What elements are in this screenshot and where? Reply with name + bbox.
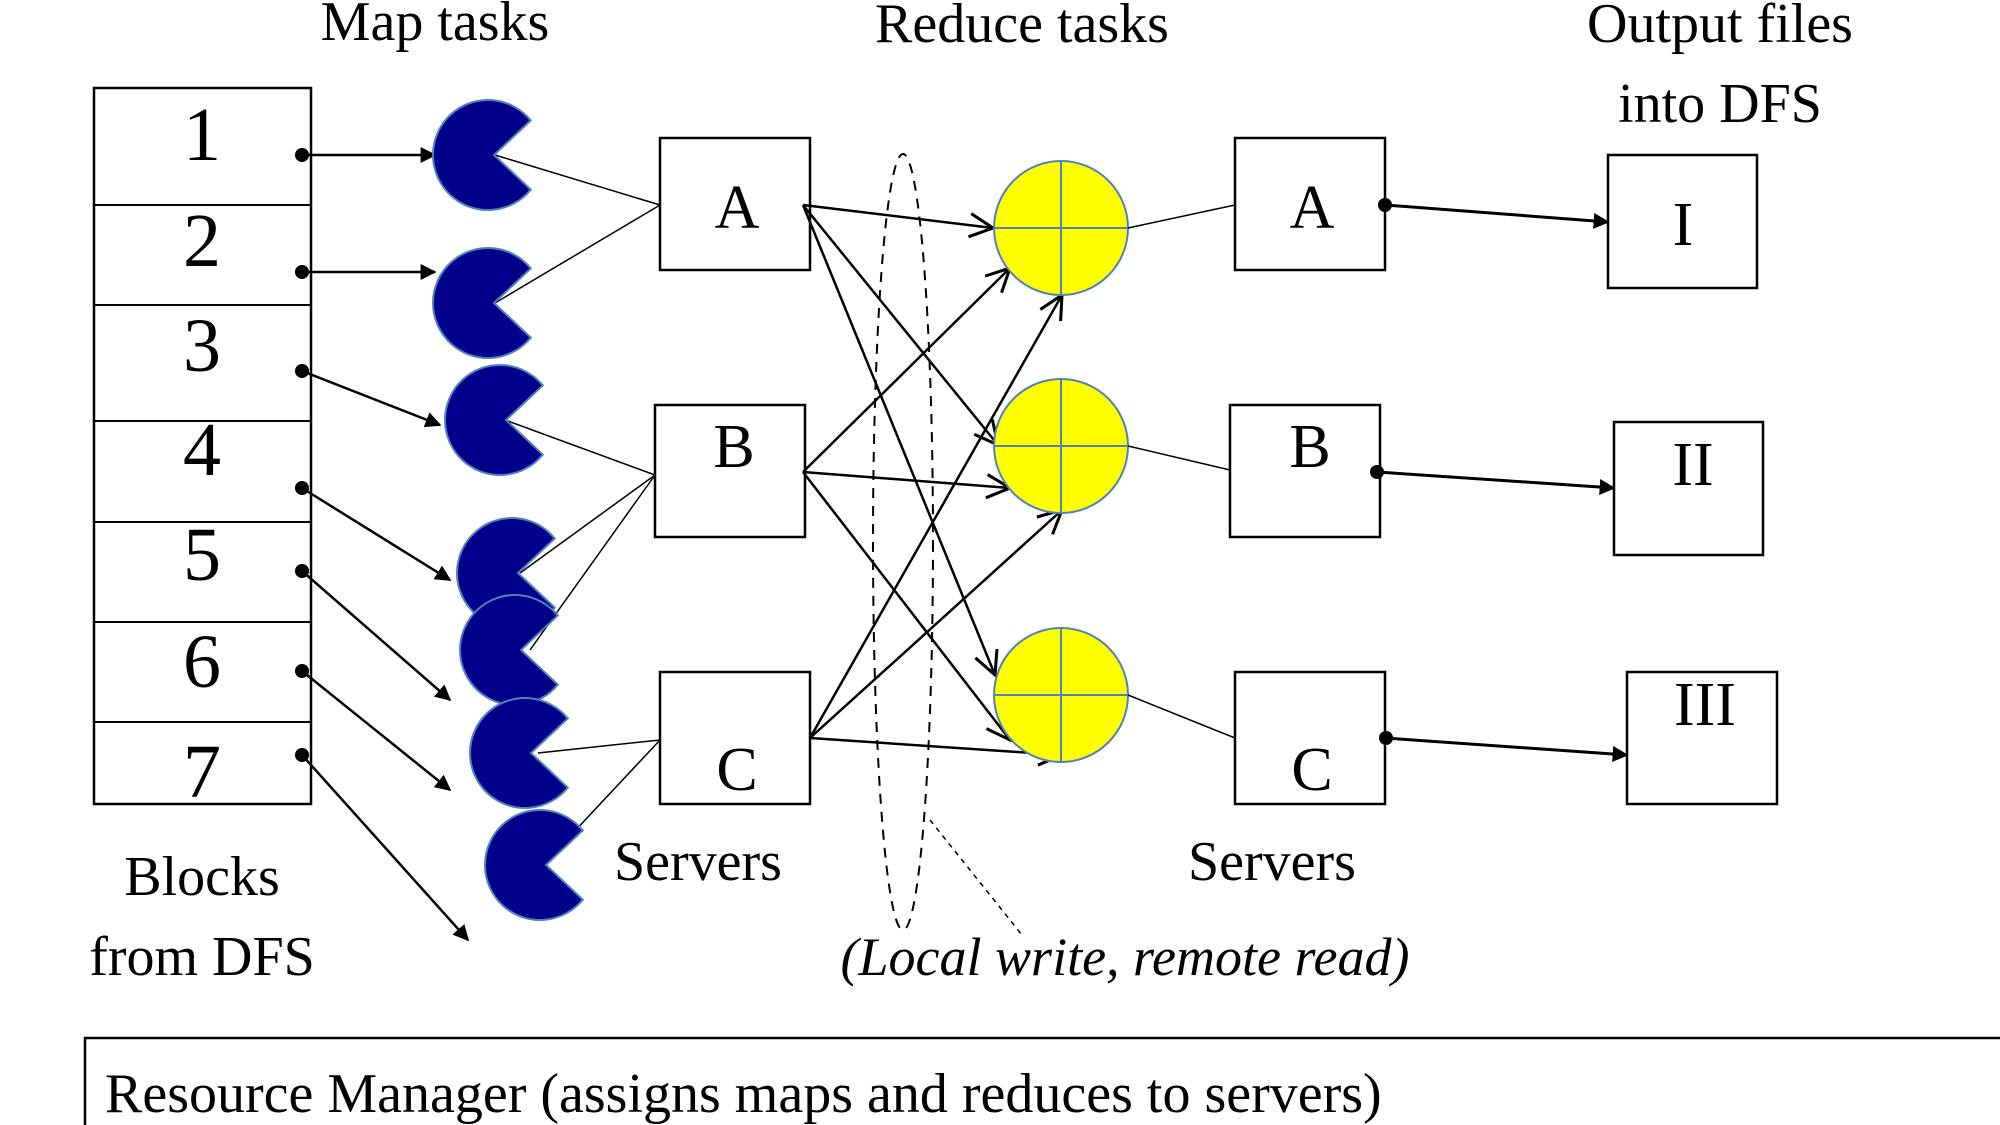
arrow-block7-map7 bbox=[301, 754, 470, 942]
server-dot bbox=[1370, 465, 1384, 479]
block-5: 5 bbox=[183, 513, 221, 597]
arrow-B-r1 bbox=[802, 268, 1010, 473]
shuffle-note: (Local write, remote read) bbox=[841, 927, 1410, 987]
map-servers: A B C bbox=[653, 136, 812, 806]
map-task-7 bbox=[484, 809, 585, 921]
server-dot bbox=[1379, 731, 1393, 745]
block-dot bbox=[295, 481, 309, 495]
output-files: I II III bbox=[1606, 153, 1779, 806]
block-3: 3 bbox=[183, 304, 221, 388]
reduce-task-1 bbox=[993, 160, 1129, 296]
block-dot bbox=[295, 265, 309, 279]
map-servers-caption: Servers bbox=[614, 831, 782, 893]
block-dot bbox=[295, 148, 309, 162]
output-ii-box bbox=[1612, 420, 1765, 557]
block-dot bbox=[295, 748, 309, 762]
arrow-A-r3 bbox=[801, 204, 995, 675]
line-map2-serverA bbox=[494, 204, 661, 304]
map-server-a-label: A bbox=[715, 174, 760, 242]
arrow-block4-map4 bbox=[301, 486, 452, 582]
block-dots bbox=[295, 148, 309, 762]
arrow-block5-map5 bbox=[301, 570, 452, 702]
line-r3-serverC bbox=[1127, 694, 1236, 739]
map-server-c-box bbox=[658, 670, 812, 806]
line-map4-serverB bbox=[519, 474, 656, 574]
blocks-outline bbox=[92, 86, 313, 806]
arrow-serverC-outIII bbox=[1384, 736, 1629, 762]
line-map6-serverC bbox=[537, 739, 661, 754]
arrow-block6-map6 bbox=[301, 670, 452, 792]
arrow-B-r2 bbox=[802, 470, 1010, 488]
output-iii-box bbox=[1625, 670, 1779, 806]
output-files-heading-line2: into DFS bbox=[1618, 73, 1822, 135]
arrow-block3-map3 bbox=[301, 369, 442, 428]
line-map3-serverB bbox=[504, 419, 656, 476]
map-server-b-label: B bbox=[713, 413, 754, 481]
reduce-server-b-label: B bbox=[1289, 413, 1330, 481]
block-4: 4 bbox=[183, 408, 221, 492]
output-files-heading-line1: Output files bbox=[1587, 0, 1853, 55]
map-server-b-box bbox=[653, 403, 807, 539]
reduce-servers: A B C bbox=[1228, 136, 1387, 806]
resource-manager-label: Resource Manager (assigns maps and reduc… bbox=[105, 1063, 1382, 1125]
arrow-serverB-outII bbox=[1376, 470, 1616, 496]
reduce-server-a-label: A bbox=[1290, 174, 1335, 242]
arrow-C-r2 bbox=[809, 510, 1062, 739]
block-6: 6 bbox=[183, 620, 221, 704]
reduce-servers-caption: Servers bbox=[1188, 831, 1356, 893]
reduce-server-c-label: C bbox=[1291, 736, 1332, 804]
map-task-6 bbox=[469, 697, 570, 809]
reduce-task-3 bbox=[993, 627, 1129, 763]
line-map1-serverA bbox=[494, 154, 661, 206]
arrow-serverA-outI bbox=[1384, 203, 1610, 229]
map-task-2 bbox=[432, 247, 533, 359]
blocks-caption-line1: Blocks bbox=[124, 846, 280, 908]
block-to-map-arrows bbox=[301, 147, 470, 942]
arrow-C-r3 bbox=[809, 736, 1062, 755]
output-i-label: I bbox=[1673, 191, 1694, 259]
map-server-a-box bbox=[658, 136, 812, 272]
map-to-server-lines bbox=[494, 154, 661, 866]
reduce-server-c-box bbox=[1233, 670, 1387, 806]
reducer-to-server-lines bbox=[1127, 204, 1236, 739]
dfs-blocks-column: 1 2 3 4 5 6 7 bbox=[92, 86, 313, 814]
shuffle-note-leader bbox=[929, 819, 1023, 936]
map-task-5 bbox=[459, 594, 560, 706]
output-ii-label: II bbox=[1672, 431, 1713, 499]
block-7: 7 bbox=[183, 730, 221, 814]
reduce-task-2 bbox=[993, 378, 1129, 514]
line-r1-serverA bbox=[1127, 204, 1236, 229]
map-task-3 bbox=[444, 364, 545, 476]
shuffle-boundary-ellipse bbox=[872, 153, 934, 931]
arrow-A-r1 bbox=[802, 203, 993, 228]
reduce-tasks-heading: Reduce tasks bbox=[875, 0, 1169, 55]
map-task-1 bbox=[432, 99, 533, 211]
block-dot bbox=[295, 364, 309, 378]
map-tasks-heading: Map tasks bbox=[321, 0, 550, 53]
block-1: 1 bbox=[183, 93, 221, 177]
arrow-A-r2 bbox=[802, 204, 998, 445]
resource-manager-box bbox=[83, 1036, 2000, 1125]
block-2: 2 bbox=[183, 199, 221, 283]
arrow-B-r3 bbox=[802, 471, 1010, 740]
block-dot bbox=[295, 564, 309, 578]
output-iii-label: III bbox=[1674, 671, 1736, 739]
server-dot bbox=[1378, 198, 1392, 212]
server-dots bbox=[1370, 198, 1393, 745]
shuffle-arrows bbox=[801, 203, 1062, 755]
arrow-C-r1 bbox=[808, 295, 1062, 739]
reduce-server-a-box bbox=[1233, 136, 1387, 272]
output-i-box bbox=[1606, 153, 1759, 290]
reduce-tasks bbox=[993, 160, 1129, 763]
line-r2-serverB bbox=[1127, 445, 1231, 471]
map-tasks bbox=[432, 99, 585, 921]
map-server-c-label: C bbox=[716, 736, 757, 804]
blocks-caption-line2: from DFS bbox=[89, 926, 315, 988]
server-to-output-arrows bbox=[1376, 203, 1629, 762]
block-dot bbox=[295, 664, 309, 678]
